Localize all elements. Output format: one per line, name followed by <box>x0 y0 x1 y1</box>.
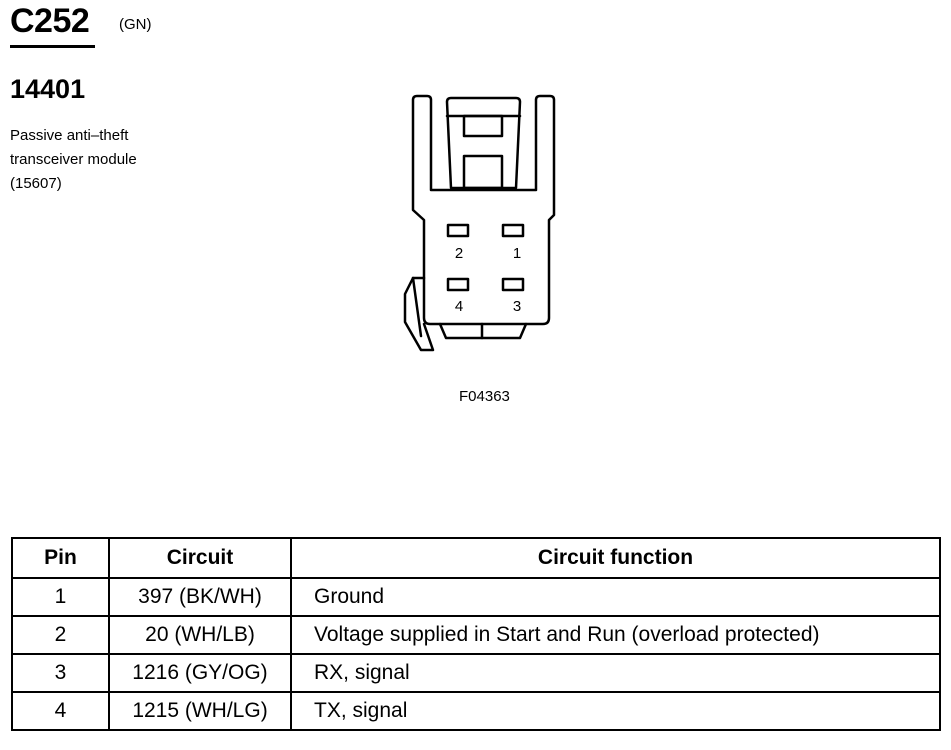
cell-pin: 3 <box>11 653 110 693</box>
cell-function: Voltage supplied in Start and Run (overl… <box>290 615 941 655</box>
table-row: 3 1216 (GY/OG) RX, signal <box>11 653 941 693</box>
cell-pin: 4 <box>11 691 110 731</box>
pin-label-4: 4 <box>455 298 463 315</box>
cell-circuit: 1215 (WH/LG) <box>108 691 292 731</box>
pinout-table: Pin Circuit Circuit function 1 397 (BK/W… <box>11 537 941 731</box>
pin-label-2: 2 <box>455 245 463 262</box>
cell-pin: 1 <box>11 577 110 617</box>
pin-cavity-4 <box>446 277 470 292</box>
cell-function: TX, signal <box>290 691 941 731</box>
header-pin: Pin <box>11 537 110 579</box>
cell-function: Ground <box>290 577 941 617</box>
latch-window <box>462 154 504 190</box>
figure-code: F04363 <box>459 388 510 405</box>
pin-cavity-3 <box>501 277 525 292</box>
header-circuit: Circuit <box>108 537 292 579</box>
latch-outline <box>445 96 522 190</box>
latch-tab <box>462 114 504 138</box>
cell-circuit: 1216 (GY/OG) <box>108 653 292 693</box>
cell-function: RX, signal <box>290 653 941 693</box>
pin-label-3: 3 <box>513 298 521 315</box>
table-row: 2 20 (WH/LB) Voltage supplied in Start a… <box>11 615 941 655</box>
connector-color: (GN) <box>119 16 152 33</box>
connector-id: C252 <box>10 2 90 40</box>
header-circuit-function: Circuit function <box>290 537 941 579</box>
cell-circuit: 20 (WH/LB) <box>108 615 292 655</box>
description-line-1: Passive anti–theft <box>10 127 129 144</box>
pin-label-1: 1 <box>513 245 521 262</box>
connector-id-underline <box>10 45 95 48</box>
description-line-2: transceiver module <box>10 151 137 168</box>
table-header-row: Pin Circuit Circuit function <box>11 537 941 579</box>
cell-pin: 2 <box>11 615 110 655</box>
connector-face-diagram: 2 1 4 3 <box>403 94 556 352</box>
table-row: 4 1215 (WH/LG) TX, signal <box>11 691 941 731</box>
table-row: 1 397 (BK/WH) Ground <box>11 577 941 617</box>
part-number: 14401 <box>10 74 86 104</box>
description-line-3: (15607) <box>10 175 62 192</box>
pin-cavity-1 <box>501 223 525 238</box>
pin-cavity-2 <box>446 223 470 238</box>
connector-body-outline <box>411 94 556 326</box>
cell-circuit: 397 (BK/WH) <box>108 577 292 617</box>
